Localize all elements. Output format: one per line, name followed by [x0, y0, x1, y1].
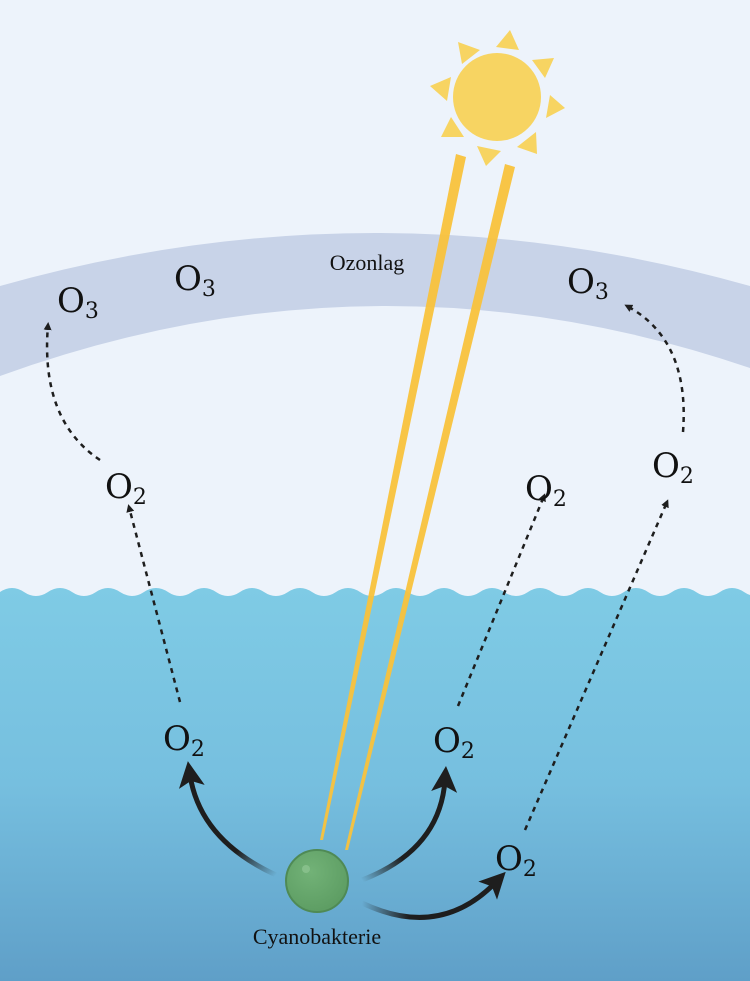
- o3-right-label: O3: [567, 262, 609, 305]
- ozone-layer: [0, 233, 750, 376]
- ozone-layer-label: Ozonlag: [330, 250, 405, 275]
- o2-water-mid-label: O2: [433, 721, 475, 764]
- o3-mid-label: O3: [174, 259, 216, 302]
- o2-air-right-label: O2: [652, 446, 694, 489]
- o2-air-left-label: O2: [105, 467, 147, 510]
- cyanobacterium-label: Cyanobakterie: [253, 924, 381, 949]
- cyanobacterium: [285, 849, 349, 913]
- o2-water-right-label: O2: [495, 839, 537, 882]
- solid-arrows: [178, 761, 506, 920]
- sunlight-beams: [320, 154, 515, 850]
- water: [0, 588, 750, 981]
- sun-icon: [430, 30, 565, 166]
- o2-water-left-label: O2: [163, 719, 205, 762]
- o2-air-mid-label: O2: [525, 469, 567, 512]
- dashed-arrows: [43, 304, 685, 831]
- o3-left-label: O3: [57, 281, 99, 324]
